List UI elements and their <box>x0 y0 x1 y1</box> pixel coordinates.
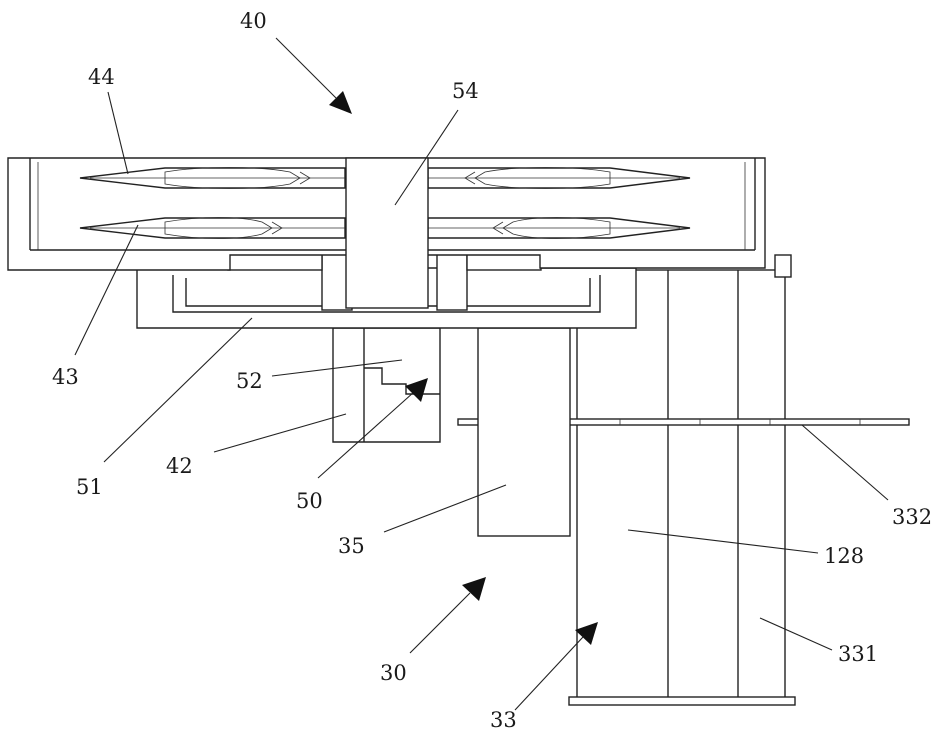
column-base-plate <box>569 697 795 705</box>
label-51: 51 <box>76 475 103 499</box>
arrow-40 <box>276 38 352 114</box>
label-128: 128 <box>824 544 864 568</box>
label-54: 54 <box>452 79 479 103</box>
label-44: 44 <box>88 65 115 89</box>
block-35 <box>478 328 570 536</box>
label-50: 50 <box>296 489 323 513</box>
label-332: 332 <box>892 505 932 529</box>
label-33: 33 <box>490 708 517 732</box>
label-40: 40 <box>240 9 267 33</box>
label-43: 43 <box>52 365 79 389</box>
label-35: 35 <box>338 534 365 558</box>
column-top-cap <box>775 255 791 277</box>
arrow-30 <box>410 577 486 653</box>
right-post <box>437 248 467 310</box>
label-42: 42 <box>166 454 193 478</box>
label-52: 52 <box>236 369 263 393</box>
label-331: 331 <box>838 642 878 666</box>
label-30: 30 <box>380 661 407 685</box>
column-body <box>577 270 785 700</box>
central-hub-54 <box>346 158 428 308</box>
